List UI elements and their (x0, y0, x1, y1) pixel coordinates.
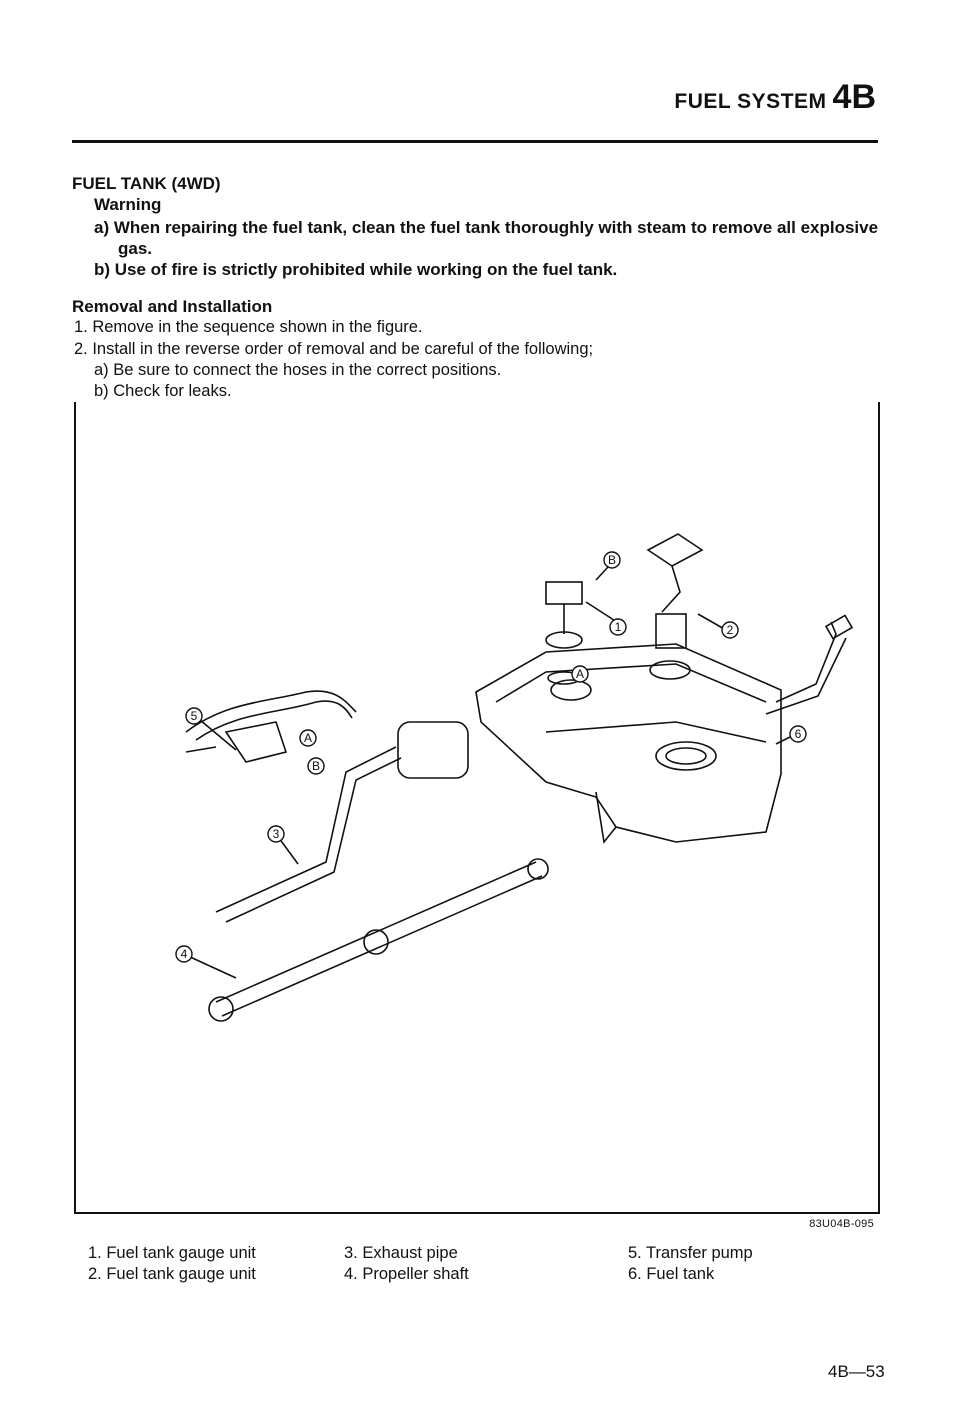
legend-item: 2. Fuel tank gauge unit (88, 1265, 256, 1283)
callout-3: 3 (273, 827, 280, 841)
callout-a: A (576, 667, 584, 681)
callout-b: B (608, 553, 616, 567)
procedure-title: Removal and Installation (72, 297, 273, 316)
fuel-tank-illustration: 1 2 3 4 5 6 A A B B (175, 533, 854, 1022)
legend-column-3: 5. Transfer pump 6. Fuel tank (628, 1243, 753, 1285)
procedure-step-2: 2. Install in the reverse order of remov… (74, 340, 594, 358)
callout-4: 4 (181, 947, 188, 961)
legend-column-1: 1. Fuel tank gauge unit 2. Fuel tank gau… (88, 1243, 256, 1285)
fuel-tank-shape (475, 643, 782, 843)
procedure-step-1: 1. Remove in the sequence shown in the f… (74, 318, 423, 336)
callout-b-2: B (312, 759, 320, 773)
procedure-substep-a: a) Be sure to connect the hoses in the c… (94, 361, 502, 379)
figure-id: 83U04B-095 (809, 1218, 874, 1230)
warning-a-text: a) When repairing the fuel tank, clean t… (94, 218, 879, 258)
legend-item: 3. Exhaust pipe (344, 1244, 458, 1262)
warning-a: a) When repairing the fuel tank, clean t… (94, 217, 884, 259)
warning-label: Warning (94, 195, 162, 214)
callout-1: 1 (615, 620, 622, 634)
legend-item: 6. Fuel tank (628, 1265, 715, 1283)
section-title: FUEL TANK (4WD) (72, 174, 221, 193)
header-title: FUEL SYSTEM (674, 90, 827, 113)
warning-b: b) Use of fire is strictly prohibited wh… (94, 259, 884, 280)
callout-5: 5 (191, 709, 198, 723)
header-section-code: 4B (832, 78, 876, 116)
legend-item: 5. Transfer pump (628, 1244, 753, 1262)
page-number: 4B—53 (828, 1362, 885, 1381)
warning-b-text: b) Use of fire is strictly prohibited wh… (94, 260, 618, 279)
legend-column-2: 3. Exhaust pipe 4. Propeller shaft (344, 1243, 469, 1285)
callout-a-2: A (304, 731, 312, 745)
legend-item: 1. Fuel tank gauge unit (88, 1244, 256, 1262)
header-rule (72, 140, 878, 143)
callout-6: 6 (795, 727, 802, 741)
procedure-substep-b: b) Check for leaks. (94, 382, 232, 400)
figure-frame: 1 2 3 4 5 6 A A B B 83U04B-095 (74, 402, 880, 1230)
callout-2: 2 (727, 623, 734, 637)
legend-item: 4. Propeller shaft (344, 1265, 469, 1283)
